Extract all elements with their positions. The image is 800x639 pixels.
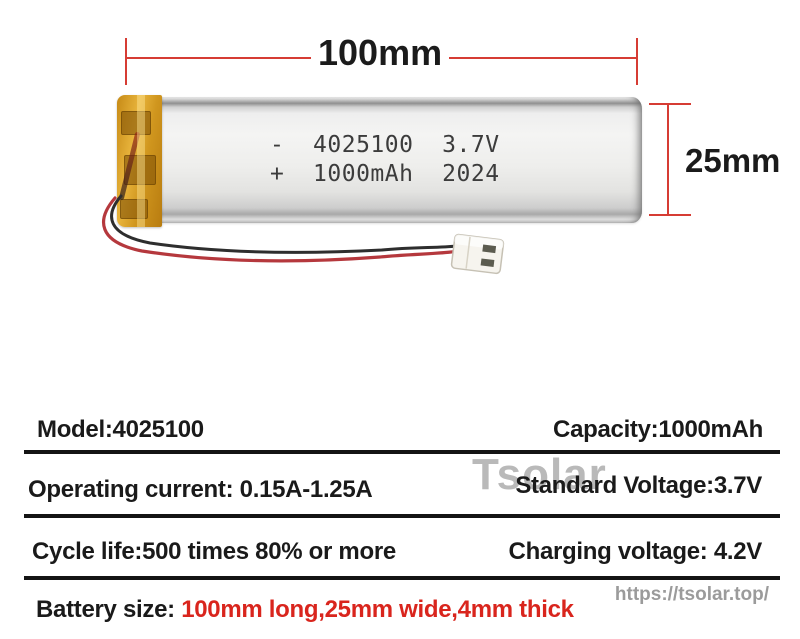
battery-size-value: 100mm long,25mm wide,4mm thick: [181, 596, 574, 623]
spec-cycle-life: Cycle life:500 times 80% or more: [32, 538, 396, 565]
spec-operating-current: Operating current: 0.15A-1.25A: [28, 476, 373, 503]
jst-connector: [450, 233, 505, 275]
connector-pin-slot: [480, 258, 495, 267]
width-dimension-label: 100mm: [311, 33, 450, 73]
battery-print-line2: + 1000mAh 2024: [270, 161, 500, 187]
width-dimension-tick-right: [636, 38, 638, 85]
height-dimension-label: 25mm: [685, 142, 781, 179]
spec-battery-size: Battery size: 100mm long,25mm wide,4mm t…: [36, 596, 574, 624]
tape-highlight: [137, 95, 145, 227]
spec-capacity: Capacity:1000mAh: [553, 416, 763, 443]
battery-size-label: Battery size:: [36, 596, 182, 623]
height-dimension-tick-bottom: [649, 214, 691, 216]
height-dimension-tick-top: [649, 103, 691, 105]
spec-model: Model:4025100: [37, 416, 204, 443]
battery-body: - 4025100 3.7V + 1000mAh 2024: [120, 97, 642, 223]
spec-charging-voltage: Charging voltage: 4.2V: [508, 538, 763, 565]
battery-print-line1: - 4025100 3.7V: [270, 132, 500, 158]
height-dimension-line: [667, 104, 669, 216]
spec-divider: [24, 450, 780, 454]
site-url: https://tsolar.top/: [614, 584, 769, 605]
battery-print-text: - 4025100 3.7V + 1000mAh 2024: [270, 131, 500, 189]
spec-divider: [24, 514, 780, 518]
battery-tape: [117, 95, 162, 227]
spec-standard-voltage: Standard Voltage:3.7V: [515, 472, 762, 499]
tsolar-watermark: Tsolar: [472, 450, 607, 499]
spec-divider: [24, 576, 780, 580]
connector-pin-slot: [482, 244, 497, 254]
width-dimension-tick-left: [125, 38, 127, 85]
